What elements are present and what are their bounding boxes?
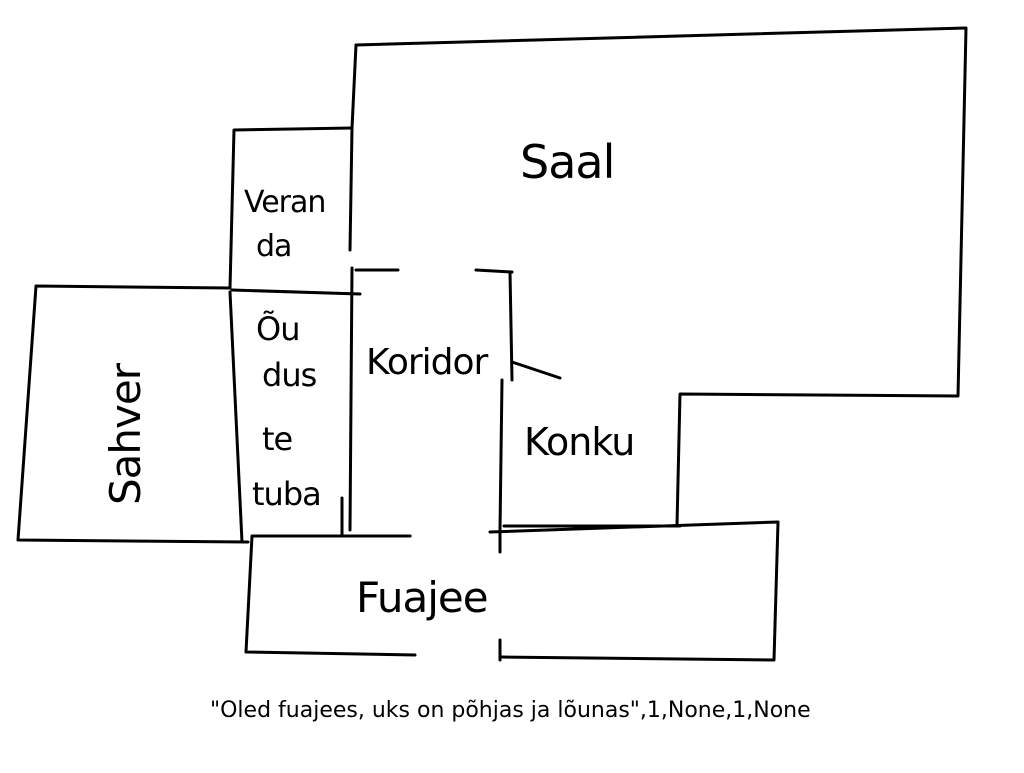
room-label-koridor: Koridor — [366, 342, 489, 383]
saal-west-wall — [350, 43, 358, 130]
room-label-ooteruum-line1: Õu — [256, 310, 299, 348]
ooteruum-divider-top — [230, 288, 362, 296]
room-label-veranda-line1: Veran — [244, 185, 325, 220]
room-label-veranda-line2: da — [256, 229, 291, 264]
saal-konku-wall — [510, 360, 562, 380]
room-label-ooteruum-line2: dus — [262, 356, 317, 394]
koridor-top-right-wall — [474, 268, 514, 274]
fuajee-east-wall — [488, 520, 780, 662]
room-label-sahver: Sahver — [101, 362, 150, 505]
koridor-west-wall — [348, 266, 354, 532]
saal-corridor-wall — [508, 270, 514, 382]
room-label-ooteruum-line4: tuba — [252, 475, 321, 513]
room-label-ooteruum-line3: te — [262, 420, 292, 458]
sahver-wall — [16, 284, 250, 544]
veranda-inner-wall — [348, 126, 354, 252]
room-label-saal: Saal — [520, 135, 614, 189]
room-label-konku: Konku — [524, 420, 634, 464]
sahver-east-wall — [228, 290, 244, 544]
veranda-wall — [228, 126, 354, 290]
game-status-text: "Oled fuajees, uks on põhjas ja lõunas",… — [210, 698, 811, 723]
saal-wall — [354, 26, 968, 527]
koridor-east-wall — [498, 378, 504, 532]
fuajee-wall — [244, 534, 417, 657]
room-label-fuajee: Fuajee — [356, 573, 488, 622]
